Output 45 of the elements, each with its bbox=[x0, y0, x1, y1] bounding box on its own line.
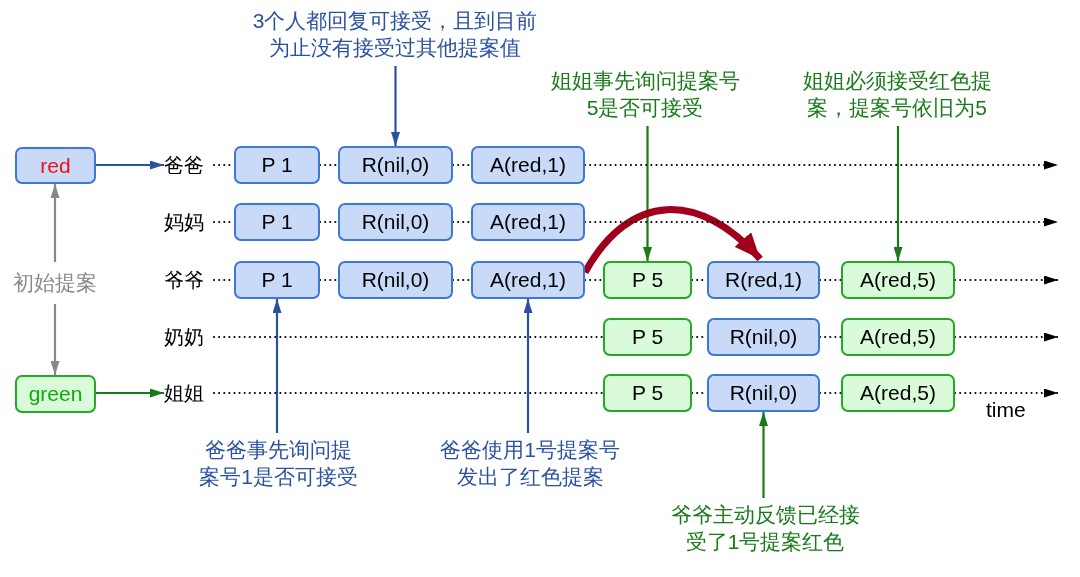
message-box: R(red,1) bbox=[707, 261, 820, 299]
message-box: R(nil,0) bbox=[707, 374, 820, 412]
message-box: P 5 bbox=[603, 261, 692, 299]
proposal-box: red bbox=[15, 147, 96, 184]
message-box: A(red,1) bbox=[471, 203, 585, 241]
callout-text: 姐姐必须接受红色提案，提案号依旧为5 bbox=[797, 68, 997, 122]
group-label: 初始提案 bbox=[2, 266, 108, 300]
arrow bbox=[96, 160, 164, 170]
arrow bbox=[643, 126, 652, 261]
row-label: 奶奶 bbox=[164, 322, 214, 352]
message-box: P 1 bbox=[234, 261, 320, 299]
message-box: P 1 bbox=[234, 146, 320, 184]
message-box: A(red,1) bbox=[471, 261, 585, 299]
arrow bbox=[523, 299, 533, 433]
message-box: R(nil,0) bbox=[338, 203, 453, 241]
row-label: 妈妈 bbox=[164, 207, 214, 237]
message-box: A(red,5) bbox=[841, 374, 955, 412]
arrow bbox=[893, 126, 903, 261]
message-box: P 1 bbox=[234, 203, 320, 241]
row-label: 爷爷 bbox=[164, 265, 214, 295]
proposal-box: green bbox=[15, 375, 96, 413]
arrow bbox=[759, 412, 768, 498]
arrow bbox=[391, 66, 400, 146]
message-box: A(red,1) bbox=[471, 146, 585, 184]
message-box: P 5 bbox=[603, 318, 692, 356]
message-box: R(nil,0) bbox=[338, 261, 453, 299]
message-box: A(red,5) bbox=[841, 318, 955, 356]
message-box: P 5 bbox=[603, 374, 692, 412]
row-label: 爸爸 bbox=[164, 150, 214, 180]
callout-text: 爸爸使用1号提案号发出了红色提案 bbox=[436, 437, 624, 491]
message-box: R(nil,0) bbox=[338, 146, 453, 184]
arrow bbox=[272, 299, 282, 433]
dotted-line bbox=[213, 336, 604, 338]
callout-text: 爸爸事先询问提案号1是否可接受 bbox=[196, 437, 361, 491]
callout-text: 爷爷主动反馈已经接受了1号提案红色 bbox=[667, 502, 863, 556]
callout-text: 3个人都回复可接受，且到目前为止没有接受过其他提案值 bbox=[249, 8, 541, 62]
message-box: A(red,5) bbox=[841, 261, 955, 299]
row-label: 姐姐 bbox=[164, 378, 214, 408]
dotted-line bbox=[213, 392, 604, 394]
arrow bbox=[50, 304, 60, 375]
arrow bbox=[50, 184, 60, 262]
callout-text: 姐姐事先询问提案号5是否可接受 bbox=[545, 68, 745, 122]
message-box: R(nil,0) bbox=[707, 318, 820, 356]
axis-label: time bbox=[986, 398, 1026, 422]
arrow bbox=[96, 388, 164, 398]
